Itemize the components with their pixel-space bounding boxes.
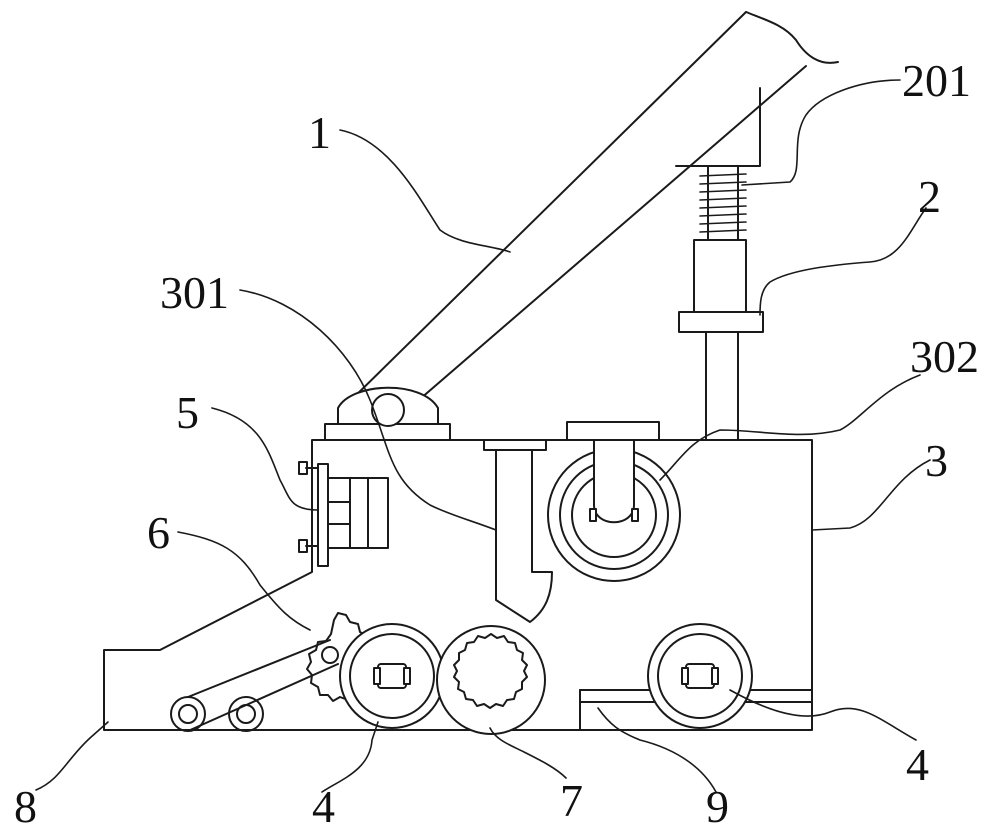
main-body — [103, 439, 813, 731]
callout-4-front: 4 — [312, 781, 335, 832]
support-column — [678, 239, 764, 441]
callout-8: 8 — [14, 781, 37, 832]
handle-bar — [342, 11, 839, 419]
callout-301: 301 — [160, 267, 229, 318]
spring — [699, 165, 747, 241]
callout-labels: 1 201 2 301 302 3 5 6 8 4 7 9 4 — [14, 55, 979, 832]
callout-6: 6 — [147, 507, 170, 558]
callout-9: 9 — [706, 781, 729, 832]
callout-201: 201 — [902, 55, 971, 106]
front-wheel — [339, 623, 445, 729]
pressure-block — [298, 461, 389, 567]
callout-4-rear: 4 — [906, 739, 929, 790]
callout-3: 3 — [925, 435, 948, 486]
chute — [483, 439, 553, 623]
callout-2: 2 — [918, 171, 941, 222]
callout-302: 302 — [910, 331, 979, 382]
callout-5: 5 — [176, 387, 199, 438]
gear-wheel — [436, 625, 546, 735]
callout-7: 7 — [560, 775, 583, 826]
rear-wheel — [647, 623, 753, 729]
roller-assembly — [547, 421, 681, 582]
leader-lines — [35, 79, 931, 793]
handle-bracket — [675, 87, 761, 167]
hinge-mount — [324, 386, 451, 441]
callout-1: 1 — [308, 107, 331, 158]
